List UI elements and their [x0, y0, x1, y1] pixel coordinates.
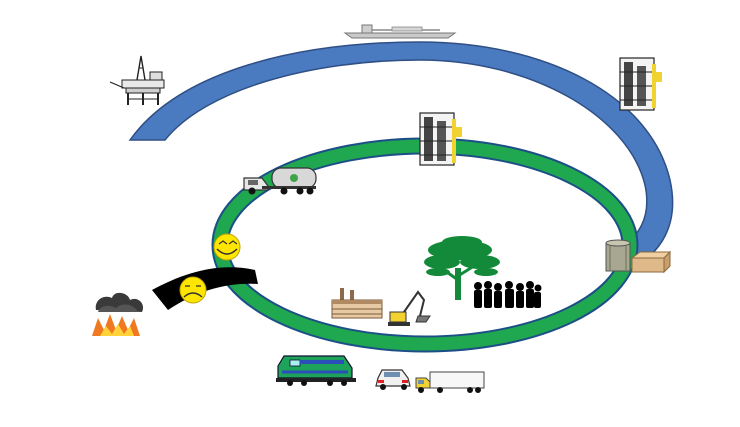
- excavator-icon: [388, 290, 431, 326]
- semi-truck-icon: [415, 371, 485, 393]
- chemical-plant-icon: [419, 112, 462, 166]
- people-group-icon: [474, 281, 542, 308]
- car-icon: [375, 369, 411, 390]
- storage-tank-icon: [605, 239, 631, 272]
- refinery-icon: [619, 57, 662, 111]
- burning-waste-icon: [92, 292, 144, 336]
- locomotive-icon: [276, 355, 356, 386]
- shipping-box-icon: [630, 250, 672, 274]
- sad-face-icon: [179, 276, 207, 304]
- factory-icon: [331, 288, 383, 319]
- happy-face-icon: [213, 233, 241, 261]
- oil-tanker-ship-icon: [343, 24, 457, 39]
- offshore-oil-rig-icon: [109, 55, 165, 105]
- tanker-truck-icon: [243, 167, 317, 195]
- tree-icon: [424, 236, 500, 300]
